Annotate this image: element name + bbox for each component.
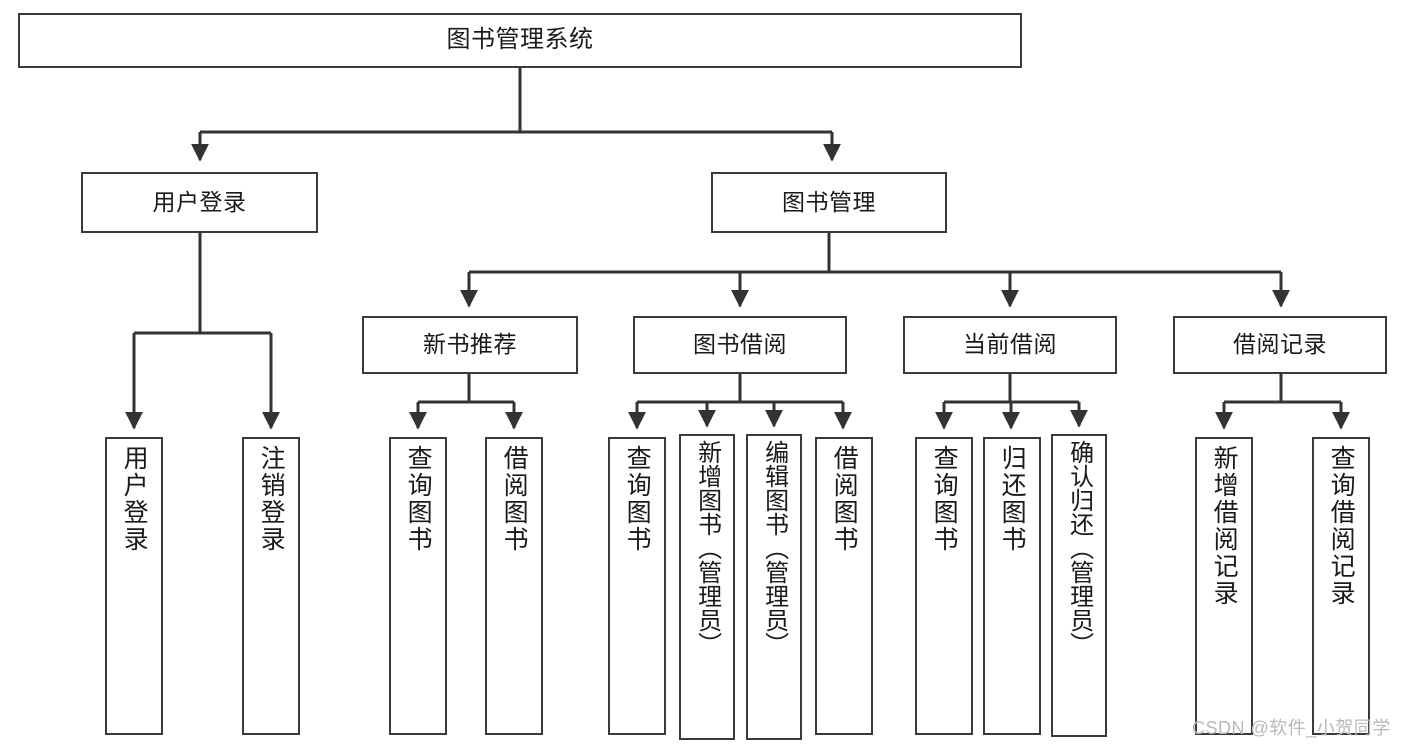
leaf-query-borrow-record[interactable]: 查询借阅记录 xyxy=(1312,437,1370,735)
node-book-management[interactable]: 图书管理 xyxy=(711,172,947,233)
node-user-login[interactable]: 用户登录 xyxy=(81,172,318,233)
node-book-borrow[interactable]: 图书借阅 xyxy=(633,316,847,374)
leaf-query-book-borrow[interactable]: 查询图书 xyxy=(608,437,666,735)
node-label: 图书管理系统 xyxy=(446,26,594,54)
node-label: 当前借阅 xyxy=(963,331,1057,358)
node-label: 查询图书 xyxy=(404,445,433,553)
leaf-logout[interactable]: 注销登录 xyxy=(242,437,300,735)
node-label: 图书管理 xyxy=(782,188,876,215)
leaf-user-login[interactable]: 用户登录 xyxy=(105,437,163,735)
node-label: 查询图书 xyxy=(930,445,959,553)
node-label: 用户登录 xyxy=(120,445,149,553)
node-label: 归还图书 xyxy=(998,445,1027,553)
node-label: 图书借阅 xyxy=(693,331,787,358)
node-label: 编辑图书（管理员） xyxy=(760,440,788,656)
leaf-borrow-book-new[interactable]: 借阅图书 xyxy=(485,437,543,735)
node-current-borrow[interactable]: 当前借阅 xyxy=(903,316,1117,374)
node-new-book-recommend[interactable]: 新书推荐 xyxy=(362,316,578,374)
node-label: 借阅图书 xyxy=(830,445,859,553)
node-label: 新增借阅记录 xyxy=(1210,445,1239,607)
node-label: 借阅记录 xyxy=(1233,331,1327,358)
node-label: 借阅图书 xyxy=(500,445,529,553)
node-label: 注销登录 xyxy=(257,445,286,553)
leaf-add-book-admin[interactable]: 新增图书（管理员） xyxy=(679,434,735,740)
node-label: 新书推荐 xyxy=(423,331,517,358)
leaf-query-book-new[interactable]: 查询图书 xyxy=(389,437,447,735)
node-root-book-management-system[interactable]: 图书管理系统 xyxy=(18,13,1022,68)
node-label: 用户登录 xyxy=(152,188,247,215)
node-label: 查询借阅记录 xyxy=(1327,445,1356,607)
node-label: 查询图书 xyxy=(623,445,652,553)
node-label: 新增图书（管理员） xyxy=(693,440,721,656)
node-borrow-record[interactable]: 借阅记录 xyxy=(1173,316,1387,374)
leaf-add-borrow-record[interactable]: 新增借阅记录 xyxy=(1195,437,1253,735)
leaf-query-book-current[interactable]: 查询图书 xyxy=(915,437,973,735)
leaf-confirm-return-admin[interactable]: 确认归还（管理员） xyxy=(1051,434,1107,737)
leaf-borrow-book[interactable]: 借阅图书 xyxy=(815,437,873,735)
leaf-edit-book-admin[interactable]: 编辑图书（管理员） xyxy=(746,434,802,740)
node-label: 确认归还（管理员） xyxy=(1065,440,1093,656)
leaf-return-book[interactable]: 归还图书 xyxy=(983,437,1041,735)
